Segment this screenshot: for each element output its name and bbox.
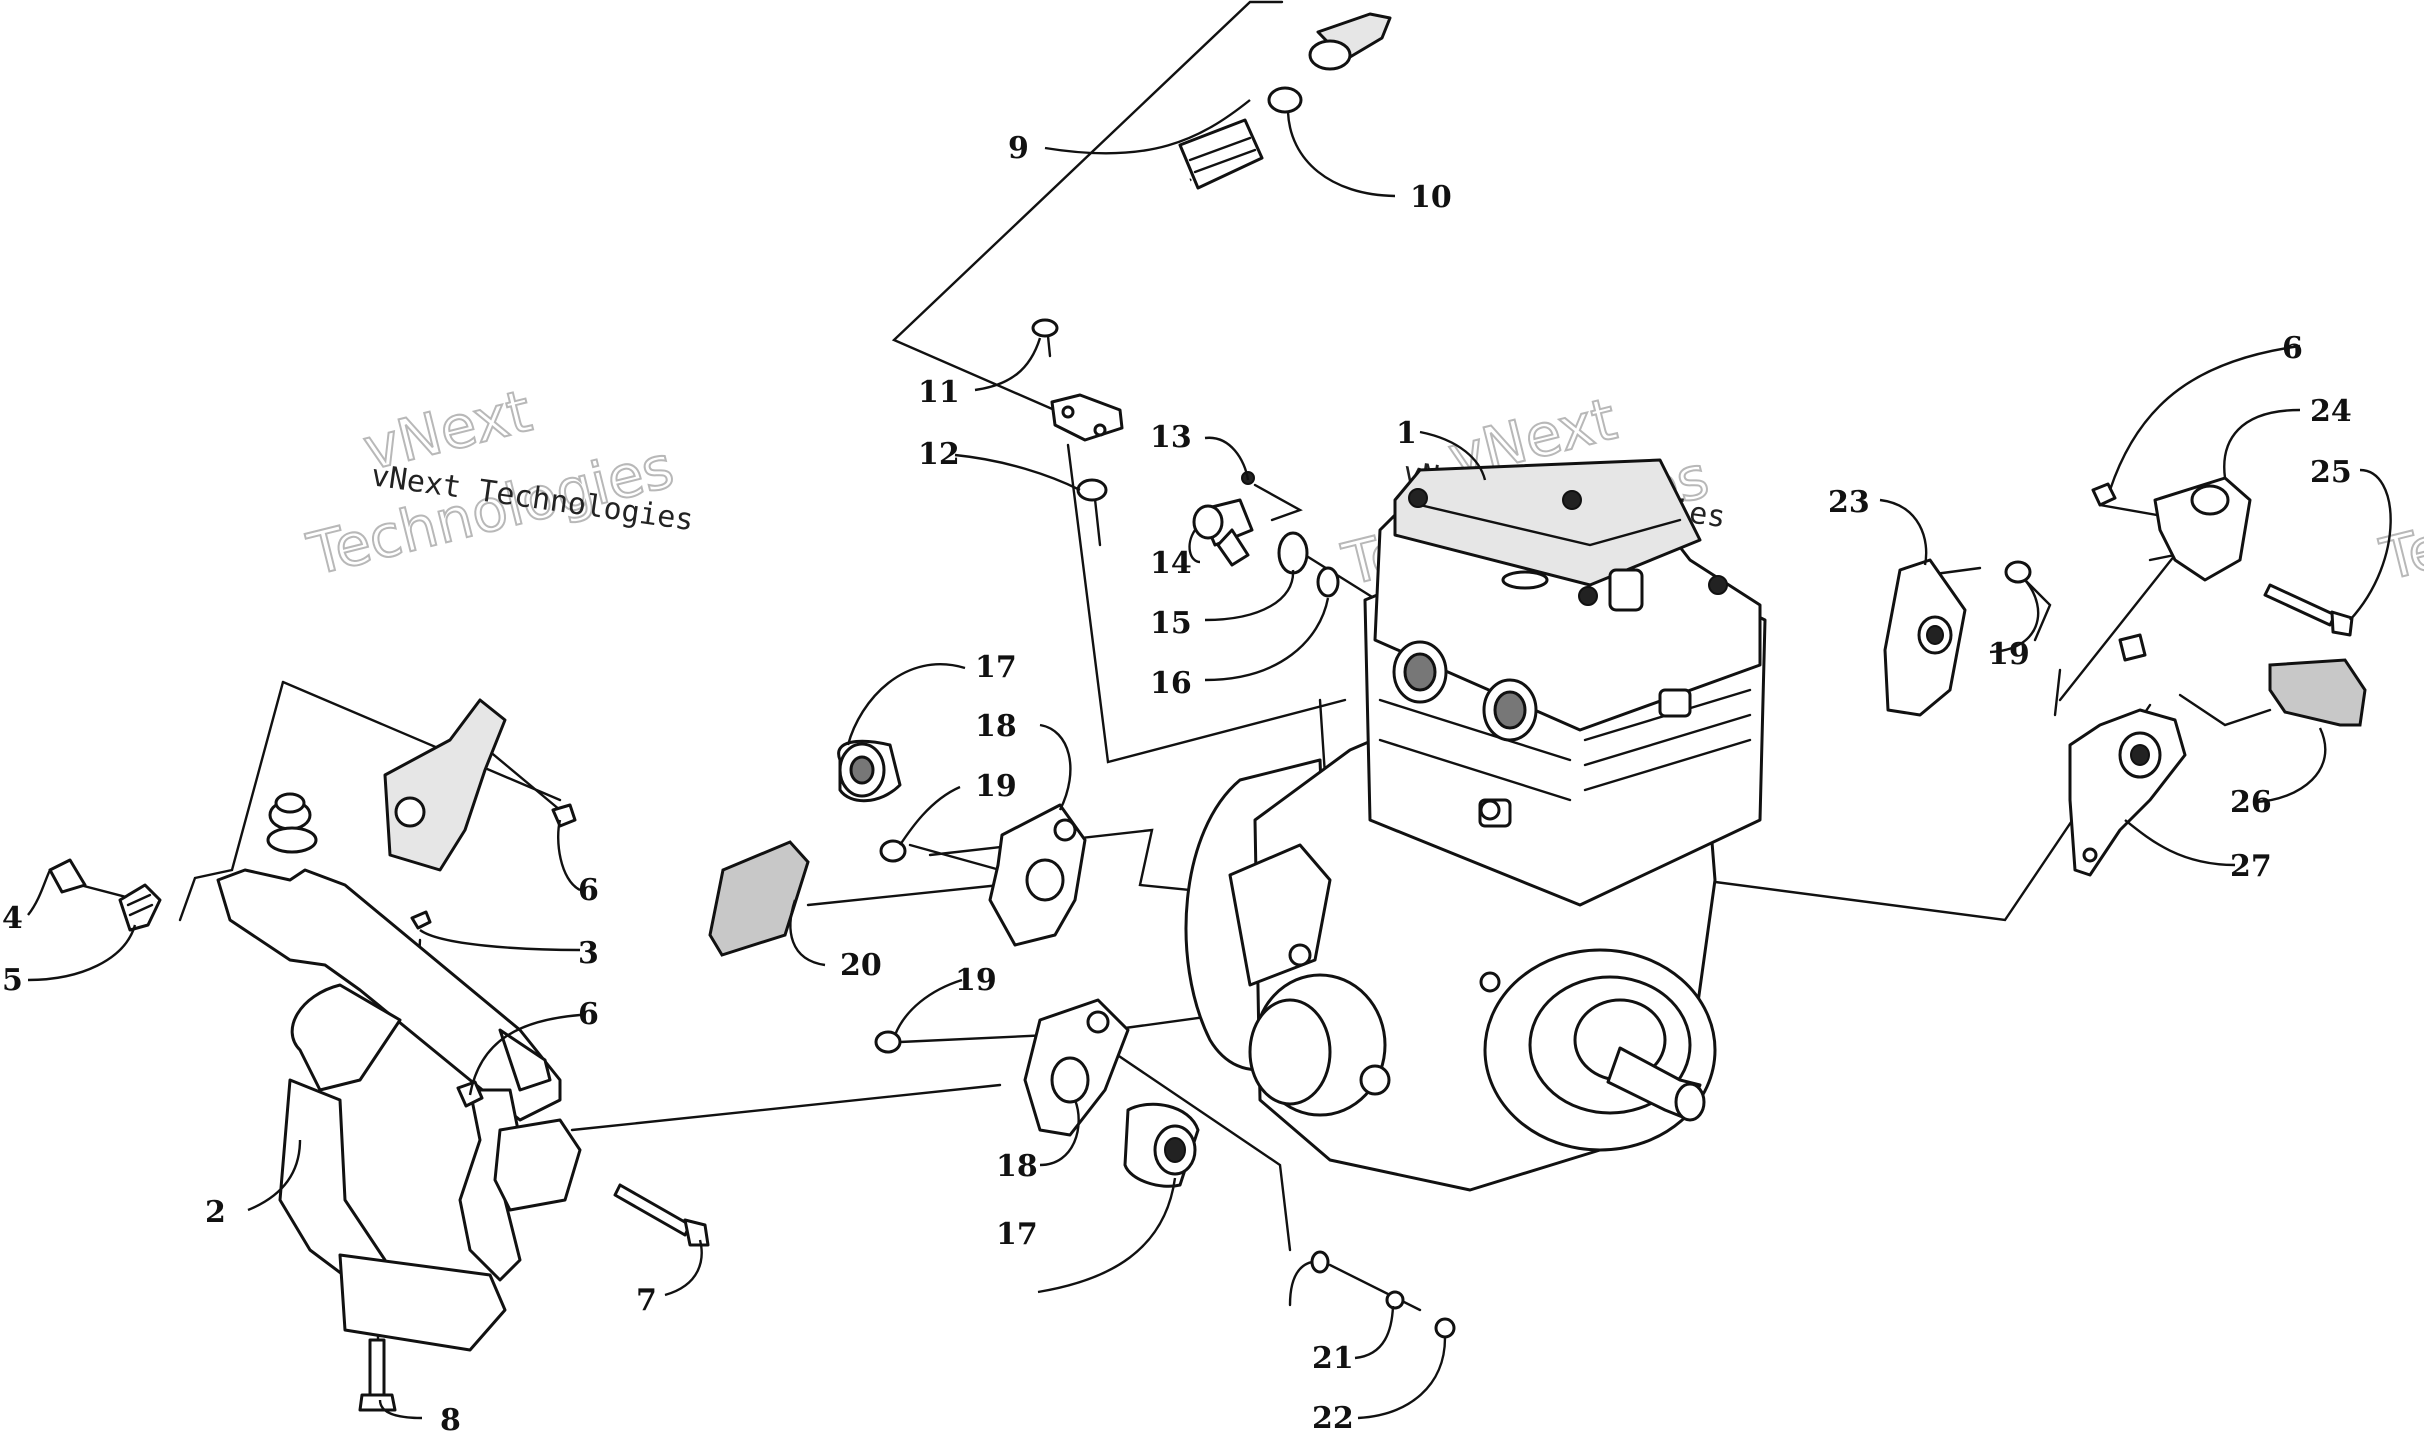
callout-24: 24: [2310, 394, 2352, 429]
callout-15: 15: [1150, 606, 1192, 641]
callout-2: 2: [205, 1195, 226, 1230]
callout-18-upper: 18: [975, 709, 1017, 744]
engine-mount-faded: [383, 698, 507, 872]
bolt-7: [613, 1183, 710, 1247]
callout-leaders: [27, 99, 2392, 1420]
bracket-18-upper: [988, 803, 1087, 947]
damper-17-lower: [1123, 1102, 1200, 1188]
callout-16: 16: [1150, 666, 1192, 701]
callout-6-middle: 6: [578, 873, 599, 908]
callout-19-right: 19: [1988, 637, 2030, 672]
callout-12: 12: [918, 437, 960, 472]
watermark-edge-text: Te: [2374, 513, 2424, 594]
callout-25: 25: [2310, 455, 2352, 490]
engine-assembly: [1184, 458, 1767, 1192]
callout-5: 5: [2, 963, 23, 998]
grommet: [266, 792, 318, 854]
bolt-22: [1434, 1317, 1456, 1339]
dipstick-cap: [1267, 12, 1392, 114]
callout-21: 21: [1312, 1341, 1354, 1376]
callout-26: 26: [2230, 785, 2272, 820]
pad-20: [708, 840, 810, 957]
callout-11: 11: [918, 375, 960, 410]
o-ring-16: [1316, 566, 1340, 598]
callout-3: 3: [578, 936, 599, 971]
callout-14: 14: [1150, 546, 1192, 581]
callout-23: 23: [1828, 485, 1870, 520]
washer-12: [1076, 478, 1108, 502]
bolt-8: [358, 1338, 397, 1412]
bolt-19-right: [2004, 560, 2032, 584]
callout-20: 20: [840, 948, 882, 983]
callout-8: 8: [440, 1403, 461, 1438]
bracket-27: [2068, 708, 2187, 877]
watermark-right-edge: Te: [2373, 512, 2424, 595]
callout-6-left: 6: [578, 997, 599, 1032]
pad-26: [2268, 658, 2367, 727]
watermark-left: vNext Technologies vNext Technologies: [300, 376, 696, 590]
dipstick-tube: [1050, 118, 1264, 442]
sensor-21: [1288, 1250, 1405, 1310]
bolt-19-right-vertical: [2118, 633, 2147, 662]
callout-7: 7: [636, 1283, 657, 1318]
callout-4: 4: [2, 901, 23, 936]
callout-22: 22: [1312, 1401, 1354, 1436]
fitting-14: [1192, 498, 1254, 567]
o-ring-15: [1277, 531, 1309, 575]
bolt-19-lower: [874, 1030, 902, 1054]
callout-17-lower: 17: [996, 1217, 1038, 1252]
bracket-18-lower: [1023, 998, 1130, 1137]
bolt-4: [48, 858, 87, 894]
bracket-23: [1883, 558, 1967, 717]
callout-19-lower: 19: [955, 963, 997, 998]
bolt-3: [410, 910, 432, 930]
callout-1: 1: [1396, 416, 1417, 451]
callout-18-lower: 18: [996, 1149, 1038, 1184]
clip-5: [118, 883, 162, 932]
callout-labels: 1 2 3 4 5 6 6 6 7 8 9 10 11 12 13 14 15 …: [2, 131, 2352, 1438]
callout-13: 13: [1150, 420, 1192, 455]
bracket-24: [2153, 476, 2252, 582]
bolt-11: [1031, 318, 1059, 358]
callout-19-upper: 19: [975, 769, 1017, 804]
frame-bracket-2: [216, 868, 582, 1352]
callout-10: 10: [1410, 180, 1452, 215]
callout-17-upper: 17: [975, 650, 1017, 685]
damper-17-upper: [837, 739, 902, 803]
bolt-25: [2263, 583, 2354, 637]
bolt-19-upper: [879, 839, 907, 863]
nut-6-middle: [551, 803, 577, 828]
callout-9: 9: [1008, 131, 1029, 166]
callout-6-right: 6: [2282, 331, 2303, 366]
callout-27: 27: [2230, 849, 2272, 884]
